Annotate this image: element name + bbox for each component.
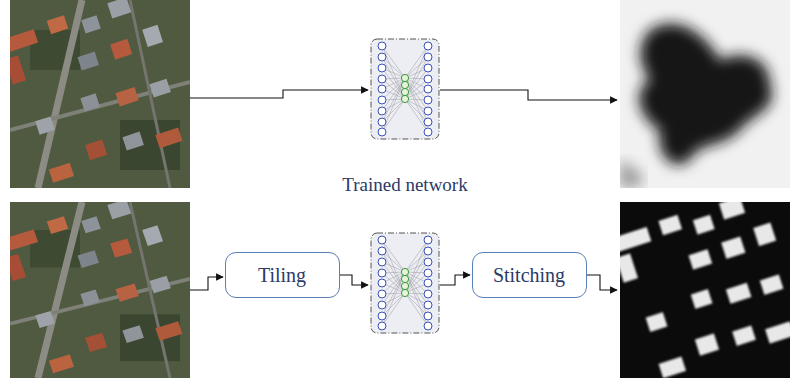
network-icon: [371, 39, 439, 139]
coarse-output-image: [620, 0, 790, 188]
flow-arrow: [340, 275, 368, 285]
process-box: Tiling: [225, 252, 340, 298]
flow-arrow: [440, 90, 617, 100]
network-icon: [371, 233, 439, 333]
flow-arrow: [440, 275, 470, 285]
caption-label: Trained network: [342, 174, 467, 197]
flow-arrow: [587, 275, 617, 290]
process-box: Stitching: [472, 252, 587, 298]
aerial-image: [0, 0, 194, 188]
flow-arrow: [190, 90, 368, 98]
fine-output-image: [604, 188, 790, 378]
box-label: Stitching: [493, 263, 565, 287]
aerial-image: [0, 191, 194, 378]
flow-arrow: [190, 277, 223, 290]
box-label: Tiling: [258, 263, 306, 287]
